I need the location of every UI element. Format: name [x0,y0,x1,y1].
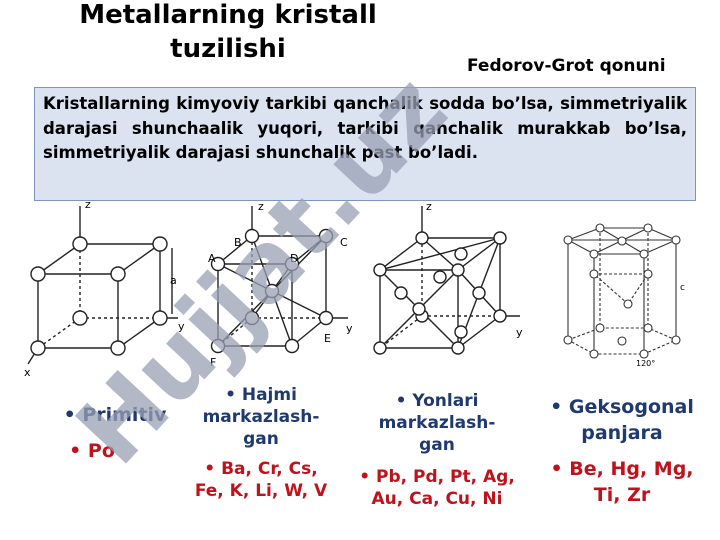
heading: Geksogonal panjara [532,394,712,446]
axis-y: y [346,322,353,335]
label-D: D [290,252,298,265]
axis-z: z [426,200,432,213]
metals: Pb, Pd, Pt, Ag, Au, Ca, Cu, Ni [344,466,530,510]
metals: Be, Hg, Mg, Ti, Zr [532,456,712,508]
page-title: Metallarning kristall tuzilishi [79,0,377,64]
column-face-centered: Yonlari markazlash-gan Pb, Pd, Pt, Ag, A… [344,390,530,510]
label-angle: 120° [636,359,655,368]
column-primitiv: Primitiv Po [40,402,190,464]
face-centered-diagram: z y [373,200,523,355]
label-B: B [234,236,242,249]
heading: Yonlari markazlash-gan [344,390,530,456]
axis-y: y [516,326,523,339]
heading: Hajmi markazlash-gan [188,384,334,450]
label-E: E [324,332,331,345]
law-title: Fedorov-Grot qonuni [467,56,666,76]
axis-z: z [85,198,91,211]
heading: Primitiv [40,402,190,428]
axis-x: x [24,366,31,379]
column-body-centered: Hajmi markazlash-gan Ba, Cr, Cs, Fe, K, … [188,384,334,502]
label-C: C [340,236,348,249]
metals: Ba, Cr, Cs, Fe, K, Li, W, V [188,458,334,502]
hexagonal-diagram: c 120° [563,223,685,368]
label-A: A [208,252,216,265]
metals: Po [0,438,190,464]
label-c: c [680,283,685,293]
label-F: F [210,356,216,369]
axis-z: z [258,200,264,213]
definition-box: Kristallarning kimyoviy tarkibi qanchali… [34,87,696,201]
axis-y: y [178,320,185,333]
edge-a: a [170,274,177,287]
column-hexagonal: Geksogonal panjara Be, Hg, Mg, Ti, Zr [532,394,712,508]
body-centered-diagram: z A B C D E F y [208,200,353,369]
primitive-cubic-diagram: z y x a [24,198,185,379]
